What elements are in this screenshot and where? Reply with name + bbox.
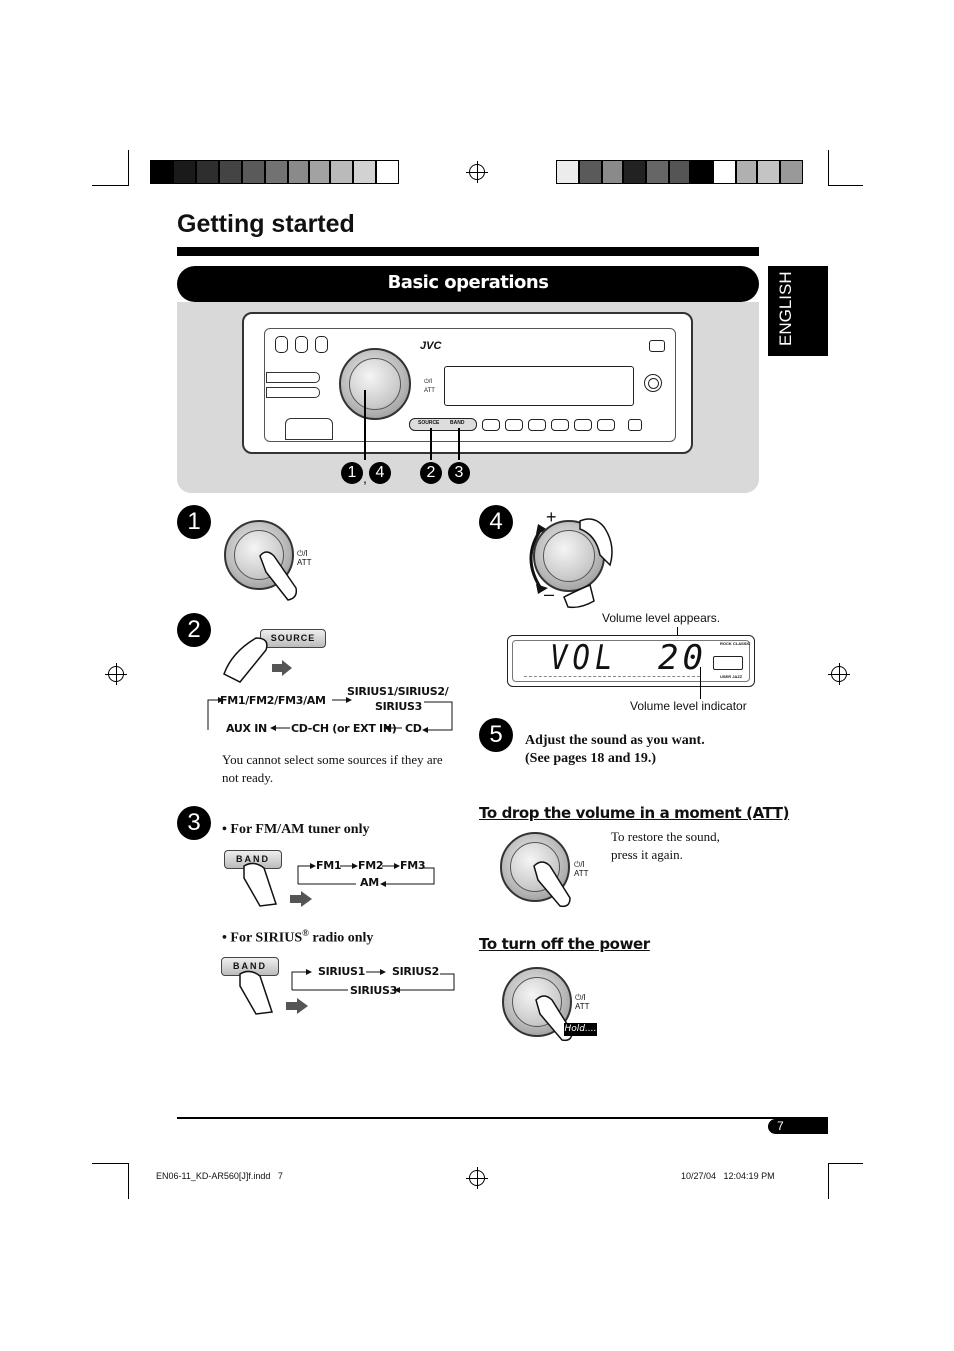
eject-slot (285, 418, 333, 440)
page-title: Getting started (177, 210, 355, 238)
step-2-number: 2 (177, 613, 211, 647)
press-finger (533, 861, 571, 908)
rotate-arrow-icon (529, 524, 548, 594)
footer-rule (177, 1117, 828, 1119)
callout-2: 2 (420, 462, 442, 484)
flow-aux-in: AUX IN (226, 722, 267, 735)
language-tab: ENGLISH (768, 266, 828, 356)
step-1-number: 1 (177, 505, 211, 539)
page-number-tab: 7 (768, 1119, 828, 1134)
press-finger (243, 862, 278, 907)
step-3-number: 3 (177, 806, 211, 840)
section-banner: Basic operations (177, 266, 759, 302)
source-flow-arrows (207, 697, 453, 733)
att-heading: To drop the volume in a moment (ATT) (479, 804, 790, 822)
registration-mark-bottom (466, 1167, 488, 1189)
volume-appears-label: Volume level appears. (602, 611, 721, 625)
press-finger (239, 970, 274, 1015)
lcd-level-indicator (713, 656, 743, 670)
pointer-line-bottom (700, 667, 701, 699)
arrow-right-icon (272, 660, 292, 676)
sirius-flow-arrows (291, 969, 455, 993)
band-flow-arrows (297, 863, 435, 887)
sirius3-label: SIRIUS3 (350, 984, 397, 997)
callout-4: 4 (369, 462, 391, 484)
footer-filename: EN06-11_KD-AR560[J]f.indd 7 (156, 1171, 283, 1181)
fm2-label: FM2 (358, 859, 384, 872)
volume-indicator-label: Volume level indicator (630, 699, 747, 713)
number-button (482, 419, 500, 431)
sirius-heading: • For SIRIUS® radio only (222, 928, 374, 946)
source-button-illus: SOURCE (260, 629, 326, 648)
display-window (444, 366, 634, 406)
sirius1-label: SIRIUS1 (318, 965, 365, 978)
am-label: AM (360, 876, 379, 889)
lcd-eq-top: ROCK CLASSIC (720, 641, 751, 646)
aux-jack (644, 374, 662, 392)
lcd-display: VOL 20 ROCK CLASSIC USER JAZZ (507, 635, 755, 687)
press-finger (259, 551, 298, 601)
registration-mark-left (105, 663, 127, 685)
source-band-bar (409, 418, 477, 431)
number-button (505, 419, 523, 431)
number-button (574, 419, 592, 431)
section-title: Basic operations (387, 272, 549, 293)
number-button (551, 419, 569, 431)
callout-1: 1 (341, 462, 363, 484)
display-button (649, 340, 665, 352)
hold-badge: Hold.... (564, 1023, 597, 1036)
callout-separator: , (363, 470, 367, 486)
brand-logo: JVC (420, 340, 442, 352)
flow-sirius-1: SIRIUS1/SIRIUS2/ (347, 685, 449, 698)
callout-3: 3 (448, 462, 470, 484)
step-4-number: 4 (479, 505, 513, 539)
footer-timestamp: 10/27/04 12:04:19 PM (681, 1171, 775, 1181)
registration-mark-top (466, 161, 488, 183)
fm3-label: FM3 (400, 859, 426, 872)
control-dial (339, 348, 411, 420)
band-button: BAND (450, 420, 465, 426)
fm1-label: FM1 (316, 859, 342, 872)
lcd-vol-value: 20 (658, 638, 707, 678)
flow-fm-am: FM1/FM2/FM3/AM (220, 694, 326, 707)
number-button (528, 419, 546, 431)
step-5-number: 5 (479, 718, 513, 752)
step-5-text: Adjust the sound as you want. (See pages… (525, 733, 705, 766)
preset-round-btn (315, 336, 328, 353)
slot-line (266, 387, 320, 398)
arrow-right-icon (290, 891, 312, 907)
sirius2-label: SIRIUS2 (392, 965, 439, 978)
page-number: 7 (777, 1119, 784, 1133)
flow-sirius-2: SIRIUS3 (375, 700, 422, 713)
lcd-vol-text: VOL (550, 638, 618, 678)
att-note: To restore the sound, press it again. (611, 829, 720, 862)
arrow-right-icon (286, 998, 308, 1014)
fm-am-heading: • For FM/AM tuner only (222, 822, 370, 837)
power-off-heading: To turn off the power (479, 935, 650, 953)
slot-line (266, 372, 320, 383)
volume-minus: – (544, 584, 555, 604)
registration-mark-right (828, 663, 850, 685)
preset-round-btn (295, 336, 308, 353)
step-2-note: You cannot select some sources if they a… (222, 752, 443, 785)
lcd-eq-bottom: USER JAZZ (720, 674, 743, 679)
flow-cd: CD (405, 722, 422, 735)
turning-fingers (563, 518, 613, 609)
title-rule (177, 247, 759, 256)
flow-cd-ch: CD-CH (or EXT IN) (291, 722, 397, 735)
preset-round-btn (275, 336, 288, 353)
language-label: ENGLISH (776, 271, 795, 346)
volume-plus: + (546, 507, 557, 527)
press-finger (223, 637, 268, 683)
number-button (597, 419, 615, 431)
number-button (628, 419, 642, 431)
source-button: SOURCE (418, 420, 440, 426)
